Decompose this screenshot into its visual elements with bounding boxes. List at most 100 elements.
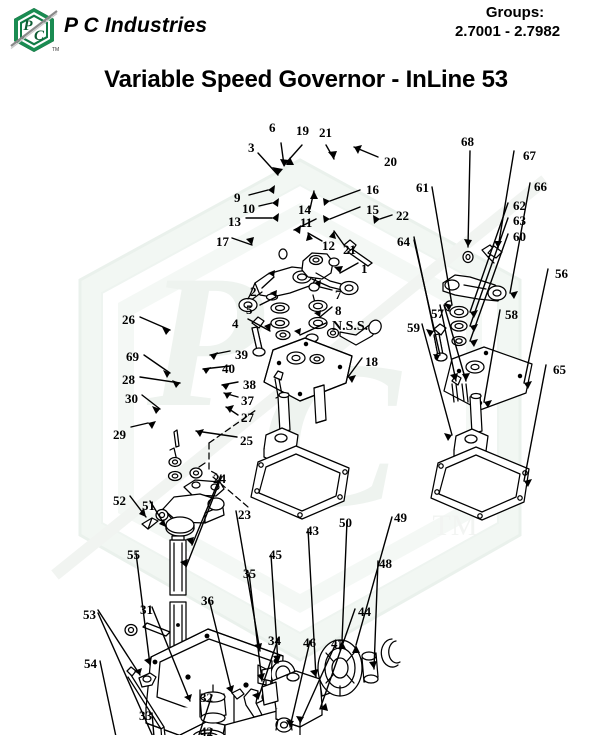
callout-26: 26	[122, 312, 135, 327]
exploded-parts-figure: P C TM	[0, 105, 612, 735]
leader-lines	[97, 142, 549, 735]
callout-14: 14	[298, 202, 311, 217]
brand-name: P C Industries	[64, 14, 208, 37]
part-14-pin	[308, 282, 320, 304]
part-24-shafts	[169, 535, 187, 659]
callout-58: 58	[505, 307, 518, 322]
callout-20: 20	[384, 154, 397, 169]
svg-text:P: P	[146, 237, 265, 447]
part-57-clips	[451, 374, 469, 403]
callout-56: 56	[555, 266, 568, 281]
callout-15: 15	[366, 202, 379, 217]
part-55-clip	[138, 672, 157, 688]
part-25-ring	[165, 516, 195, 537]
callout-18: 18	[365, 354, 378, 369]
callout-57: 57	[431, 306, 444, 321]
part-17-bolts	[251, 316, 266, 357]
callout-30: 30	[125, 391, 138, 406]
callout-61: 61	[416, 180, 429, 195]
callout-32: 32	[200, 690, 213, 705]
callout-25: 25	[240, 433, 253, 448]
callout-44: 44	[358, 604, 371, 619]
callout-68: 68	[461, 134, 474, 149]
alignment-guides	[208, 409, 257, 508]
callout-63: 63	[513, 213, 526, 228]
callout-13: 13	[228, 214, 241, 229]
callout-36: 36	[201, 593, 214, 608]
callout-49: 49	[394, 510, 407, 525]
part-53-rods	[126, 666, 166, 735]
callout-33: 33	[139, 708, 152, 723]
callout-nss: N.S.S.	[332, 319, 369, 334]
parts-illustration: P C TM	[51, 142, 549, 735]
callout-24: 24	[213, 471, 226, 486]
part-39-stud	[198, 462, 206, 468]
part-34-lever	[243, 688, 263, 718]
part-52-nut	[124, 623, 138, 637]
callout-2: 2	[250, 284, 257, 299]
part-26-pins	[168, 429, 182, 468]
callout-6: 6	[269, 120, 276, 135]
part-21-washer-upper	[328, 257, 340, 267]
callout-42: 42	[200, 724, 213, 739]
leader-arrowheads	[134, 145, 532, 727]
callout-38: 38	[243, 377, 256, 392]
callout-16: 16	[366, 182, 379, 197]
callout-43: 43	[306, 523, 319, 538]
callout-23: 23	[238, 507, 251, 522]
callout-35: 35	[243, 566, 256, 581]
callout-4: 4	[232, 316, 239, 331]
callout-59: 59	[407, 320, 420, 335]
groups-range: 2.7001 - 2.7982	[454, 23, 561, 40]
part-51-bolt	[142, 622, 171, 637]
groups-label: Groups:	[485, 4, 545, 21]
callout-64: 64	[397, 234, 410, 249]
callout-50: 50	[339, 515, 352, 530]
callout-9: 9	[234, 190, 241, 205]
part-30-screw	[141, 508, 169, 530]
part-49-snapring	[380, 638, 401, 668]
part-44-body	[261, 670, 323, 728]
logo-letter-c: C	[34, 28, 45, 44]
pc-watermark: P C TM	[51, 158, 549, 662]
callout-69: 69	[126, 349, 139, 364]
callout-51: 51	[142, 498, 155, 513]
part-18-gasket	[250, 445, 350, 520]
part-66-lever	[442, 274, 507, 302]
callout-40: 40	[222, 361, 235, 376]
callout-27: 27	[241, 410, 254, 425]
callout-5: 5	[246, 302, 253, 317]
callout-62: 62	[513, 198, 526, 213]
part-22-bolt	[339, 319, 382, 346]
callout-66: 66	[534, 179, 547, 194]
callout-17: 17	[216, 234, 229, 249]
callout-3: 3	[248, 140, 255, 155]
callout-37: 37	[241, 393, 254, 408]
callout-48: 48	[379, 556, 392, 571]
callout-67: 67	[523, 148, 536, 163]
logo-letter-p: P	[23, 18, 33, 34]
part-48-bearing	[361, 651, 379, 684]
callout-53: 53	[83, 607, 96, 622]
part-6-washer	[278, 248, 288, 260]
callout-34: 34	[268, 633, 281, 648]
callout-7: 7	[335, 287, 342, 302]
pc-industries-logo: P C TM	[8, 6, 60, 54]
callout-55: 55	[127, 547, 140, 562]
callout-39: 39	[235, 347, 248, 362]
callout-1: 1	[361, 261, 368, 276]
part-7-spacer	[313, 384, 327, 424]
callout-21a: 21	[319, 125, 332, 140]
part-65-gasket	[430, 446, 530, 521]
callout-22: 22	[396, 208, 409, 223]
callout-11: 11	[300, 215, 313, 230]
part-1-cover	[263, 337, 353, 402]
callout-28: 28	[122, 372, 135, 387]
callout-29: 29	[113, 427, 126, 442]
page-title: Variable Speed Governor - InLine 53	[104, 66, 508, 93]
logo-tm-mark: TM	[52, 47, 59, 53]
callout-65: 65	[553, 362, 566, 377]
callout-21b: 21	[343, 242, 356, 257]
callout-19: 19	[296, 123, 309, 138]
